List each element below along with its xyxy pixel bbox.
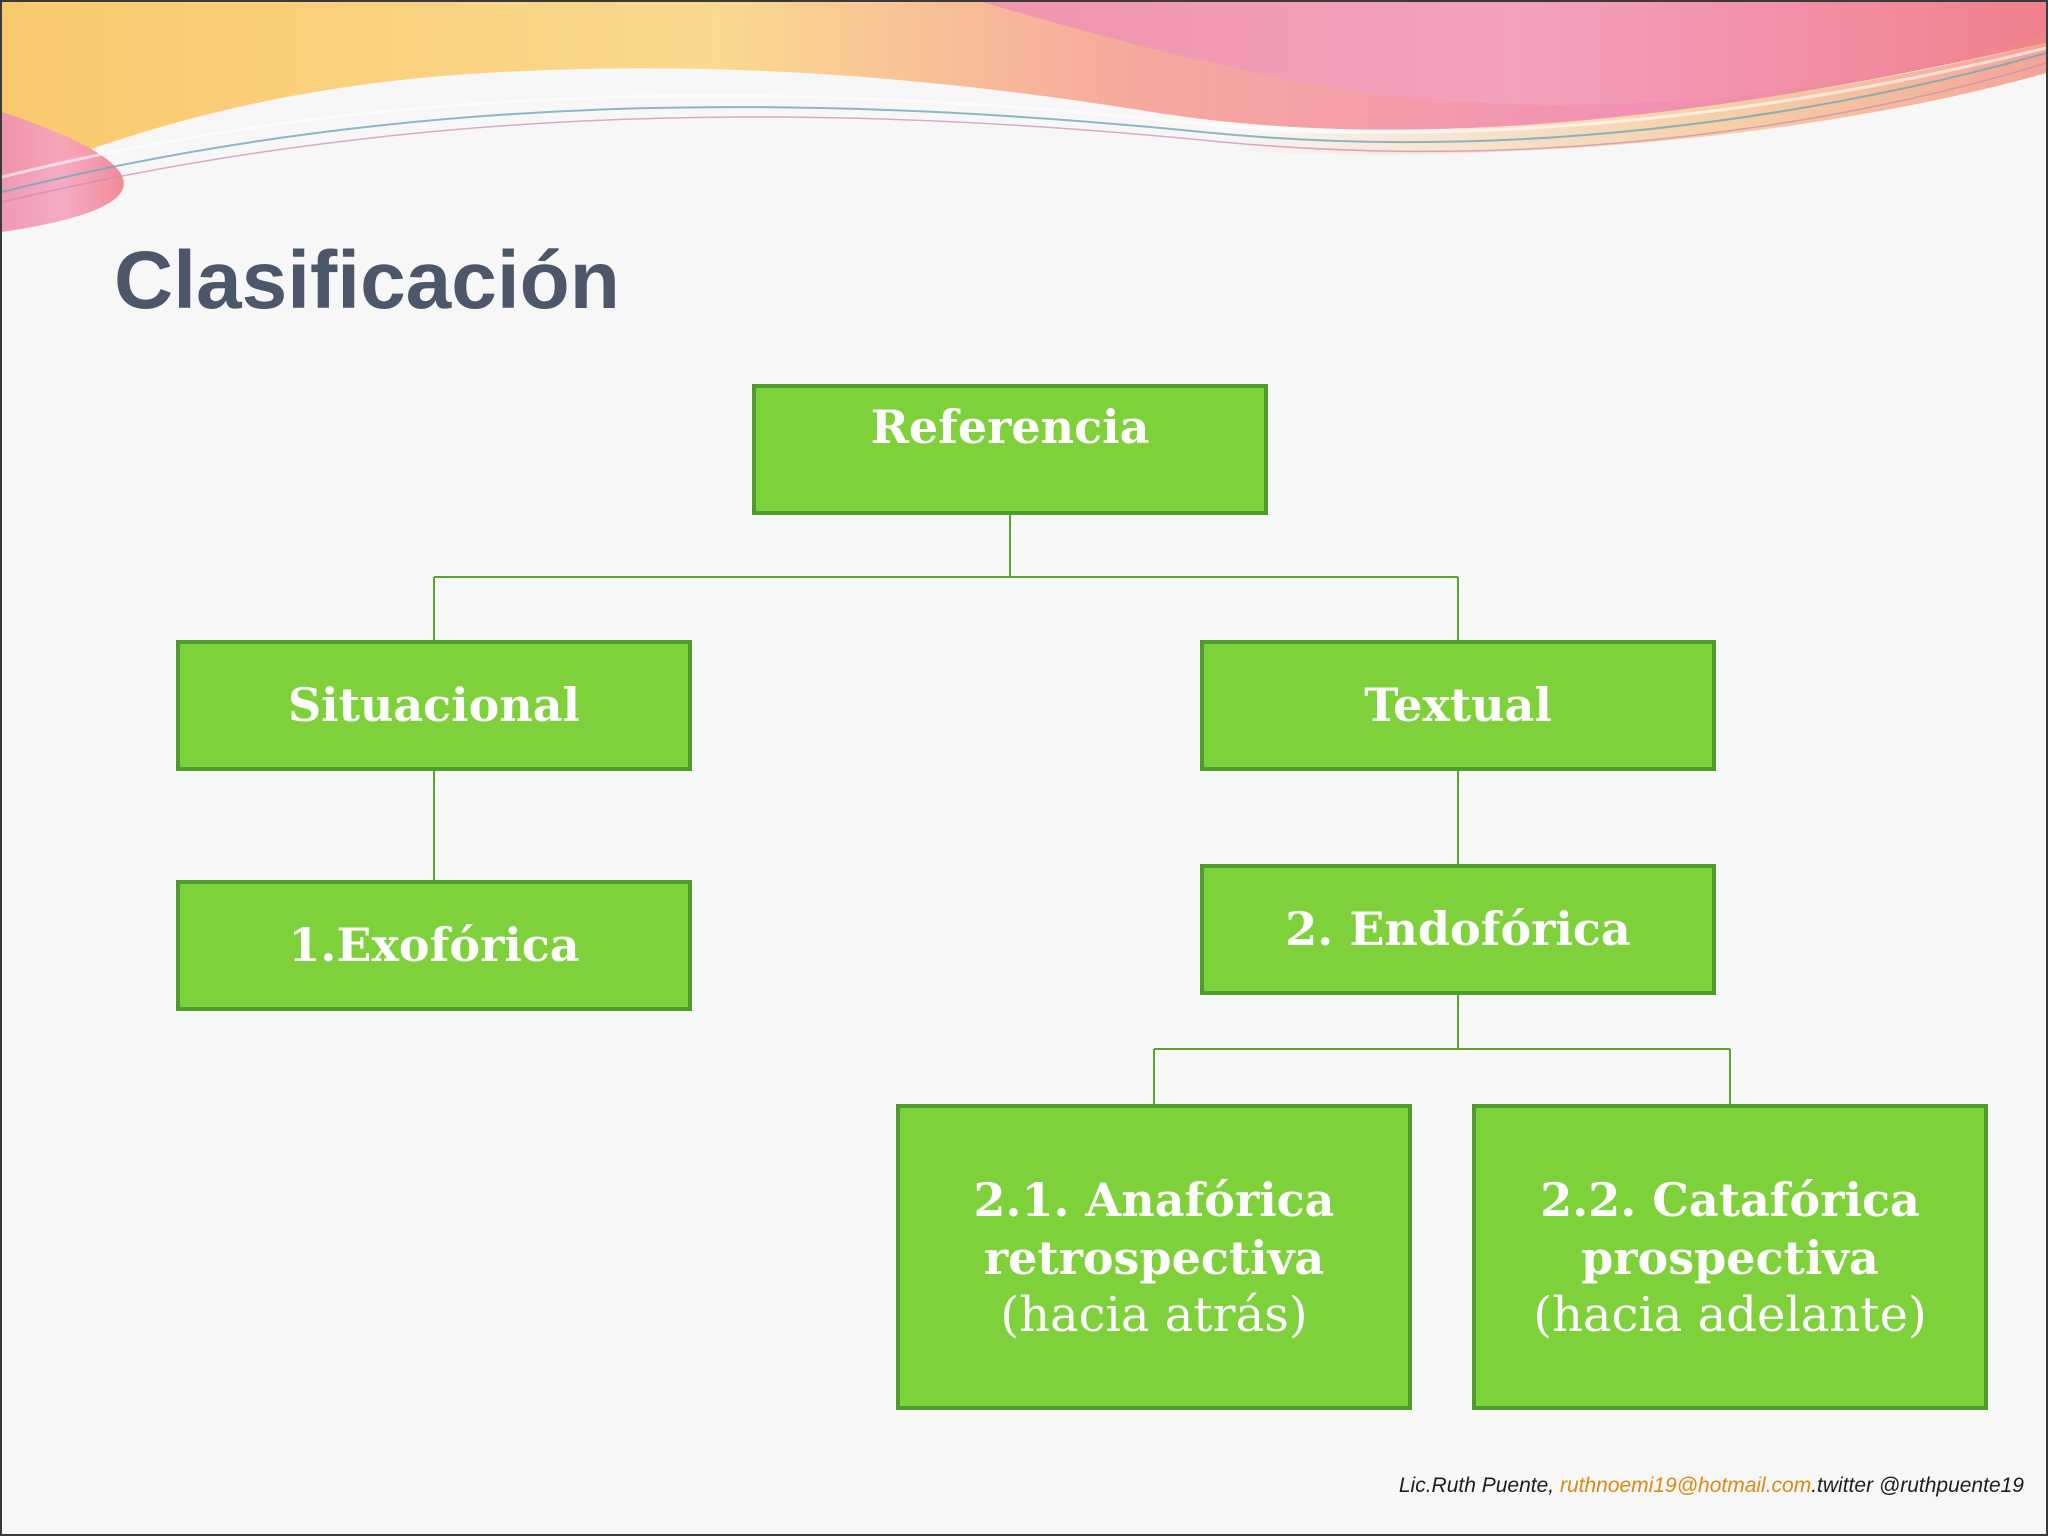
node-referencia: Referencia (752, 384, 1268, 515)
node-cataforica-line2: prospectiva (1581, 1231, 1879, 1286)
page-title: Clasificación (114, 235, 620, 326)
footer-credit: Lic.Ruth Puente, ruthnoemi19@hotmail.com… (1399, 1474, 2024, 1498)
footer-author: Lic.Ruth Puente, (1398, 1474, 1560, 1497)
node-referencia-label: Referencia (870, 400, 1150, 454)
node-cataforica: 2.2. Catafórica prospectiva (hacia adela… (1472, 1104, 1988, 1410)
footer-email-link[interactable]: ruthnoemi19@hotmail.com (1559, 1474, 1812, 1497)
node-situacional: Situacional (176, 640, 692, 771)
node-situacional-label: Situacional (287, 678, 581, 733)
node-anaforica: 2.1. Anafórica retrospectiva (hacia atrá… (896, 1104, 1412, 1410)
node-exoforica-label: 1.Exofórica (288, 918, 580, 973)
node-exoforica: 1.Exofórica (176, 880, 692, 1011)
connector-root-to-children (433, 515, 1459, 640)
decorative-wave-banner (2, 2, 2046, 232)
node-endoforica-label: 2. Endofórica (1285, 902, 1631, 957)
node-anaforica-line3: (hacia atrás) (1000, 1287, 1308, 1344)
node-cataforica-line3: (hacia adelante) (1533, 1287, 1927, 1344)
node-anaforica-line1: 2.1. Anafórica (973, 1172, 1335, 1227)
node-anaforica-line2: retrospectiva (983, 1231, 1325, 1286)
node-textual: Textual (1200, 640, 1716, 771)
node-endoforica: 2. Endofórica (1200, 864, 1716, 995)
connector-endoforica-to-leaves (1153, 995, 1731, 1104)
node-cataforica-line1: 2.2. Catafórica (1540, 1172, 1920, 1227)
footer-twitter: .twitter @ruthpuente19 (1811, 1474, 2024, 1497)
node-textual-label: Textual (1364, 678, 1552, 733)
